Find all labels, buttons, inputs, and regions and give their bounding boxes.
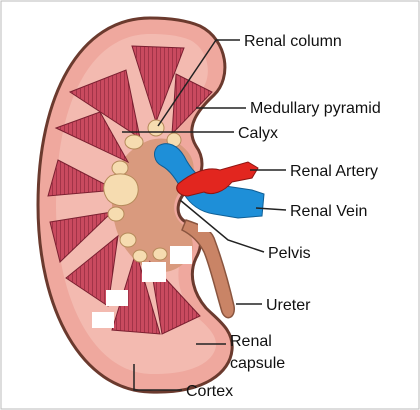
label-renal-capsule-line2: capsule [230,355,285,372]
calyx [148,120,164,136]
mask-box [142,262,166,282]
label-renal-vein: Renal Vein [290,203,367,220]
label-medullary-pyramid: Medullary pyramid [250,100,381,117]
label-renal-capsule-line1: Renal [230,333,272,350]
label-pelvis: Pelvis [268,245,311,262]
calyx [112,161,128,175]
calyx [120,233,136,247]
mask-box [92,312,114,328]
label-ureter: Ureter [266,297,311,314]
mask-box [106,290,128,306]
calyx [125,135,143,149]
label-renal-artery: Renal Artery [290,163,378,180]
label-calyx: Calyx [238,125,278,142]
calyx [133,250,147,262]
label-cortex: Cortex [186,383,233,400]
calyx [108,207,124,221]
calyx [104,174,138,206]
calyx [153,248,167,260]
label-renal-column: Renal column [244,33,342,50]
mask-box [170,246,192,264]
